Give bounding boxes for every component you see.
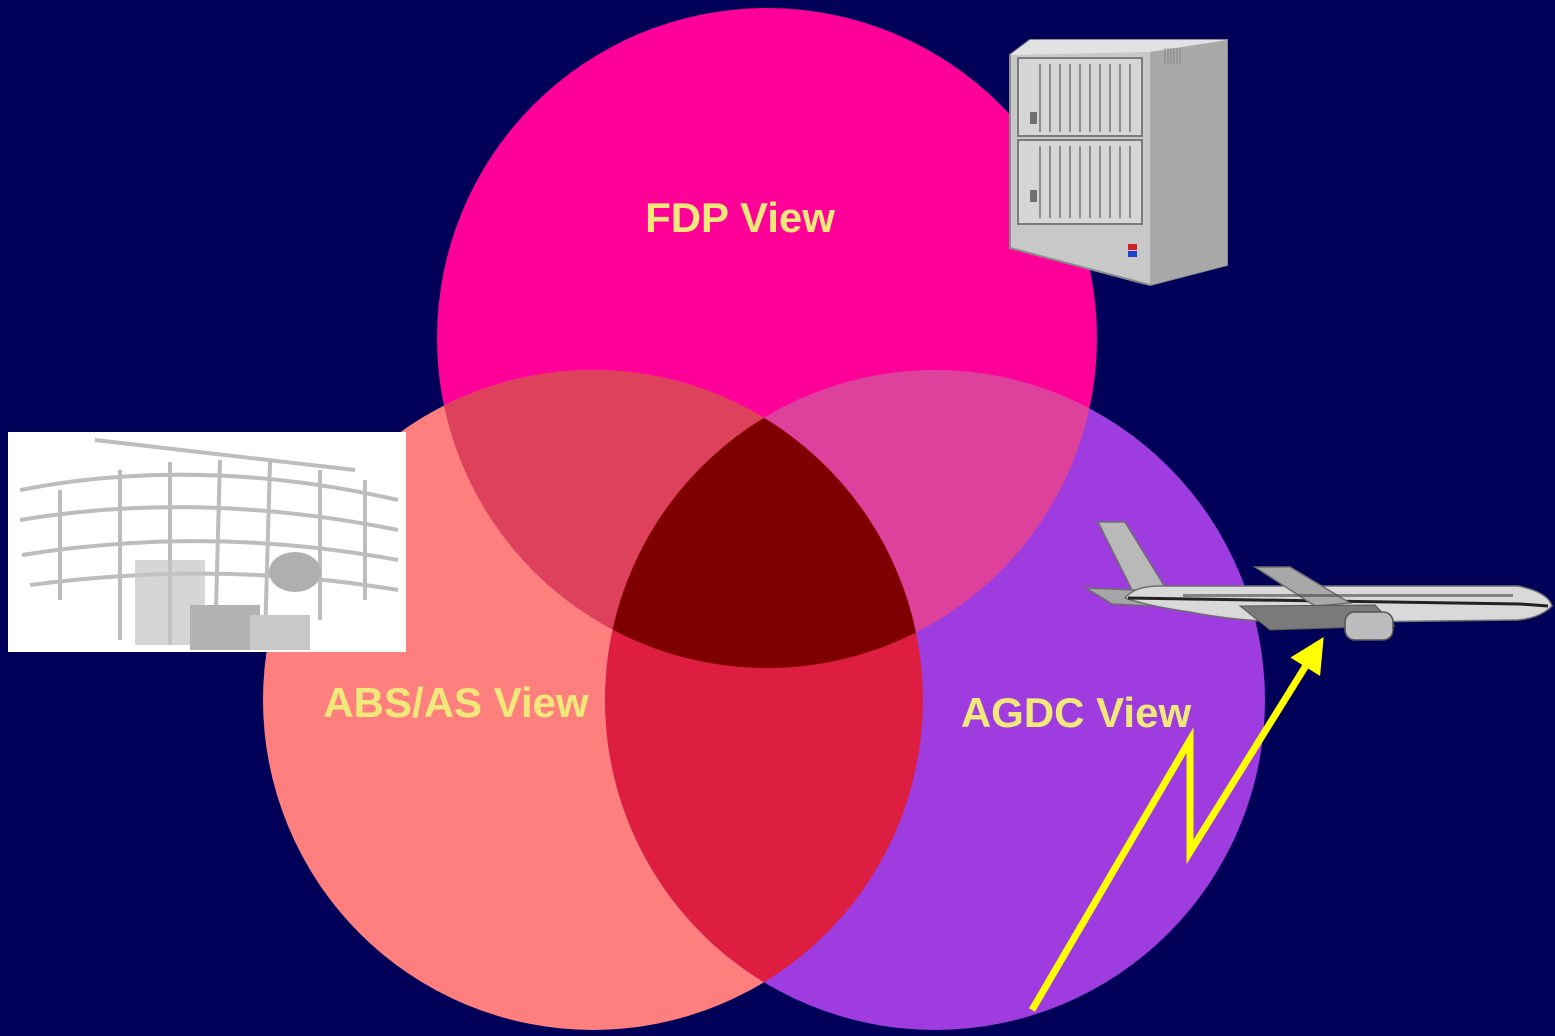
agdc-view-label: AGDC View [961, 689, 1192, 736]
abs-as-view-label: ABS/AS View [323, 679, 589, 726]
radio-signal-arrow-icon [1028, 637, 1324, 1012]
airplane-icon [1083, 521, 1553, 641]
radar-antenna-icon [8, 432, 406, 652]
server-cabinet-icon [1009, 39, 1228, 287]
fdp-view-label: FDP View [645, 194, 835, 241]
